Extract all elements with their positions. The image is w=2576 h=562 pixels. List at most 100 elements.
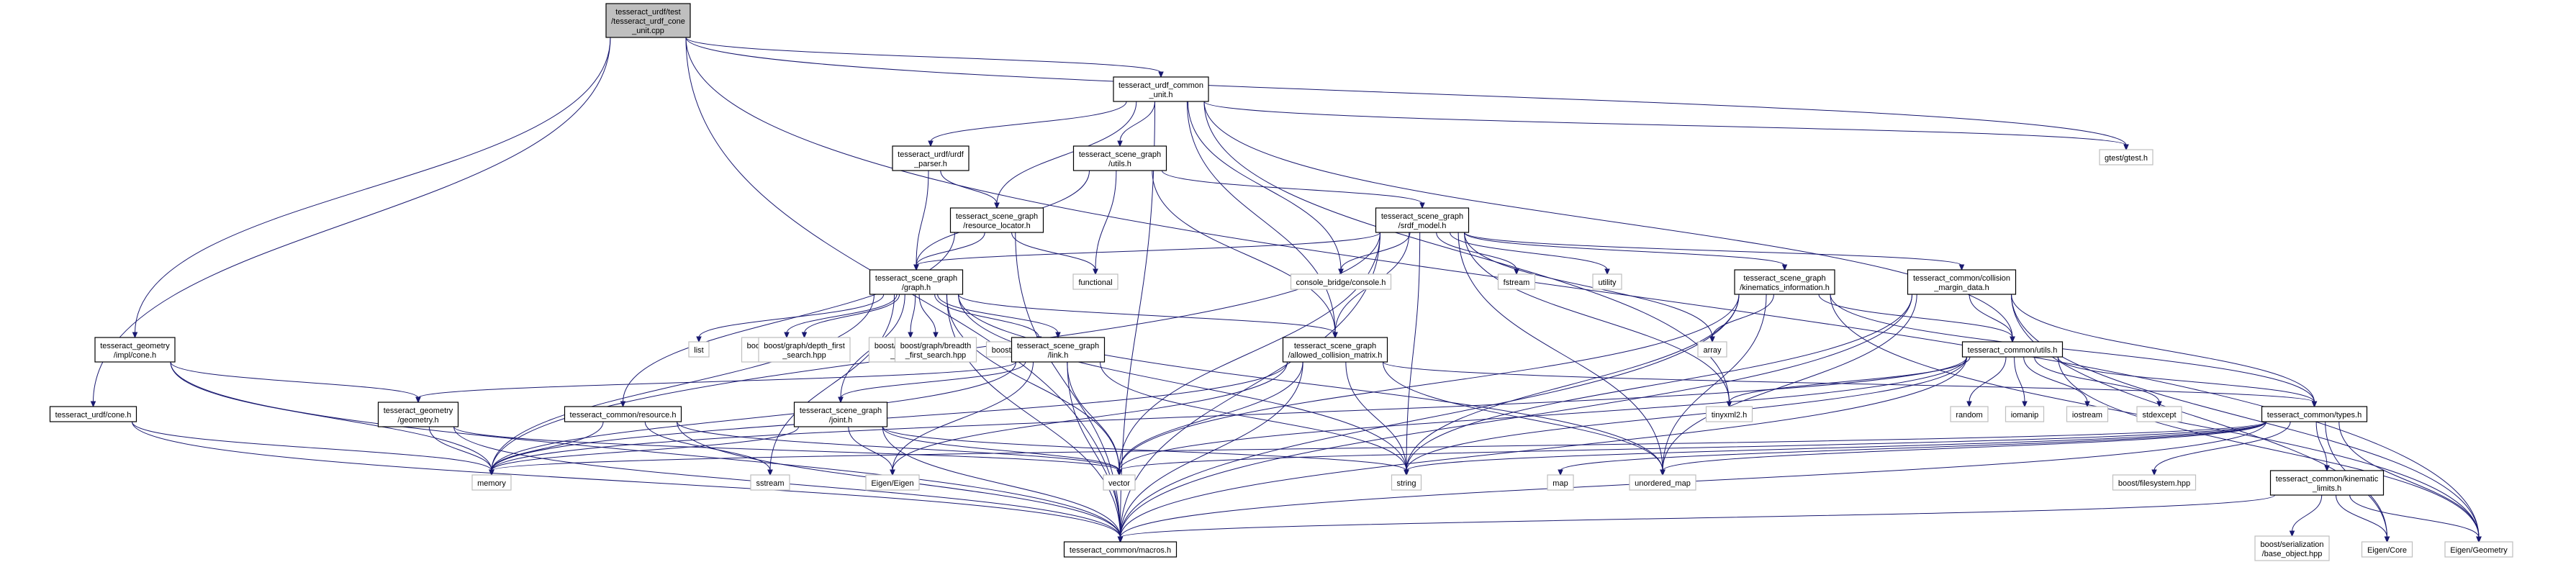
node-box: [1961, 341, 2064, 358]
edge-link-to-macros: [1067, 361, 1121, 538]
node-label: list: [694, 346, 703, 355]
edge-arrowhead: [2022, 401, 2028, 408]
node-acm[interactable]: tesseract_scene_graph/allowed_collision_…: [1282, 337, 1388, 363]
edge-joint-to-memory: [491, 426, 799, 471]
node-box: [564, 406, 682, 422]
node-box: [1705, 406, 1753, 422]
edge-common-utils-to-random: [1969, 356, 2007, 403]
edge-common-unit-to-console: [1188, 101, 1342, 271]
edge-common-unit-to-resource-locator: [996, 101, 1137, 204]
edge-arrowhead: [1332, 332, 1338, 339]
node-label: tesseract_scene_graph: [1381, 212, 1463, 221]
node-kin-info[interactable]: tesseract_scene_graph/kinematics_informa…: [1734, 269, 1835, 295]
node-joint[interactable]: tesseract_scene_graph/joint.h: [793, 402, 888, 427]
node-graph[interactable]: tesseract_scene_graph/graph.h: [869, 269, 964, 295]
edge-kin-info-to-types: [1830, 294, 2315, 403]
edge-joint-to-vector: [882, 426, 1120, 471]
edge-arrowhead: [767, 469, 773, 476]
edge-kin-limits-to-macros: [1120, 494, 2275, 538]
node-label: tesseract_common/macros.h: [1070, 546, 1171, 555]
node-box: [865, 474, 920, 491]
node-fstream: fstream: [1497, 273, 1536, 290]
node-box: [1950, 406, 1989, 422]
edge-link-to-eigen: [892, 361, 1034, 471]
node-console: console_bridge/console.h: [1290, 273, 1392, 290]
edge-srdf-model-to-kin-info: [1464, 232, 1785, 266]
edge-types-to-string: [1406, 421, 2267, 471]
node-geom-cone[interactable]: tesseract_geometry/impl/cone.h: [94, 337, 176, 363]
node-srdf-model[interactable]: tesseract_scene_graph/srdf_model.h: [1375, 207, 1470, 233]
node-stdexcept: stdexcept: [2136, 406, 2182, 422]
edge-collision-margin-to-eigen-geometry: [2011, 294, 2480, 538]
node-box: [1375, 207, 1470, 233]
node-depth-first: boost/graph/depth_first_search.hpp: [758, 337, 851, 363]
node-box: [1497, 273, 1536, 290]
node-sg-utils[interactable]: tesseract_scene_graph/utils.h: [1072, 145, 1167, 171]
node-common-utils[interactable]: tesseract_common/utils.h: [1961, 341, 2064, 358]
edge-geom-cone-to-macros: [170, 361, 1121, 538]
node-box: [1282, 337, 1388, 363]
node-label: /resource_locator.h: [963, 222, 1031, 230]
edge-arrowhead: [132, 332, 138, 339]
edge-common-utils-to-tinyxml2: [1729, 356, 1971, 403]
edge-joint-to-eigen: [848, 426, 893, 471]
node-resource-locator[interactable]: tesseract_scene_graph/resource_locator.h: [949, 207, 1044, 233]
edge-arrowhead: [890, 469, 895, 476]
edge-arrowhead: [2384, 536, 2390, 543]
edge-kin-info-to-unordered-map: [1662, 294, 1767, 471]
dependency-nodes: tesseract_urdf/test/tesseract_urdf_cone_…: [49, 3, 2513, 561]
node-label: _limits.h: [2312, 484, 2341, 493]
node-label: stdexcept: [2142, 411, 2176, 420]
edge-root-to-urdf-cone: [93, 37, 611, 403]
node-box: [1072, 273, 1118, 290]
edge-common-unit-to-common-utils: [1203, 101, 2013, 338]
node-label: _margin_data.h: [1933, 284, 1989, 292]
edge-common-utils-to-eigen-geometry: [2058, 356, 2480, 538]
node-root[interactable]: tesseract_urdf/test/tesseract_urdf_cone_…: [605, 3, 691, 38]
node-box: [894, 337, 977, 363]
node-label: string: [1397, 479, 1416, 488]
node-label: functional: [1078, 278, 1112, 287]
node-label: tesseract_common/utils.h: [1968, 346, 2058, 355]
edge-srdf-model-to-console: [1340, 232, 1411, 271]
edge-arrowhead: [1116, 469, 1122, 476]
edge-common-unit-to-sg-utils: [1119, 101, 1155, 142]
edge-arrowhead: [1660, 469, 1666, 476]
node-geometry[interactable]: tesseract_geometry/geometry.h: [377, 402, 459, 427]
node-link[interactable]: tesseract_scene_graph/link.h: [1011, 337, 1106, 363]
node-box: [2254, 535, 2330, 561]
node-label: _first_search.hpp: [905, 351, 966, 360]
node-urdf-cone[interactable]: tesseract_urdf/cone.h: [49, 406, 137, 422]
edge-graph-to-directed: [910, 294, 916, 334]
node-label: unordered_map: [1635, 479, 1691, 488]
node-types[interactable]: tesseract_common/types.h: [2261, 406, 2368, 422]
node-macros[interactable]: tesseract_common/macros.h: [1063, 541, 1178, 558]
node-kin-limits[interactable]: tesseract_common/kinematic_limits.h: [2269, 470, 2385, 496]
node-common-unit[interactable]: tesseract_urdf_common_unit.h: [1113, 76, 1209, 102]
node-collision-margin[interactable]: tesseract_common/collision_margin_data.h: [1907, 269, 2017, 295]
edge-graph-to-unordered-map: [958, 294, 1663, 471]
node-box: [2005, 406, 2045, 422]
node-label: gtest/gtest.h: [2105, 154, 2148, 163]
node-unordered-map: unordered_map: [1629, 474, 1696, 491]
node-label: /base_object.hpp: [2262, 550, 2323, 558]
node-eigen-core: Eigen/Core: [2361, 541, 2413, 558]
node-box: [2136, 406, 2182, 422]
edge-arrowhead: [1117, 536, 1124, 543]
node-resource[interactable]: tesseract_common/resource.h: [564, 406, 682, 422]
node-label: tesseract_scene_graph: [956, 212, 1038, 221]
edge-acm-to-string: [1345, 361, 1407, 471]
node-urdf-parser[interactable]: tesseract_urdf/urdf_parser.h: [892, 145, 970, 171]
node-box: [949, 207, 1044, 233]
node-functional: functional: [1072, 273, 1118, 290]
node-label: /graph.h: [902, 284, 931, 292]
edge-arrowhead: [1419, 202, 1425, 209]
node-label: tesseract_urdf_common: [1118, 81, 1203, 90]
node-serialization: boost/serialization/base_object.hpp: [2254, 535, 2330, 561]
edge-arrowhead: [838, 396, 844, 404]
edge-srdf-model-to-collision-margin: [1464, 232, 1962, 266]
edge-arrowhead: [1966, 401, 1972, 408]
edge-arrowhead: [1709, 336, 1715, 343]
node-label: sstream: [756, 479, 784, 488]
edge-arrowhead: [489, 469, 494, 476]
